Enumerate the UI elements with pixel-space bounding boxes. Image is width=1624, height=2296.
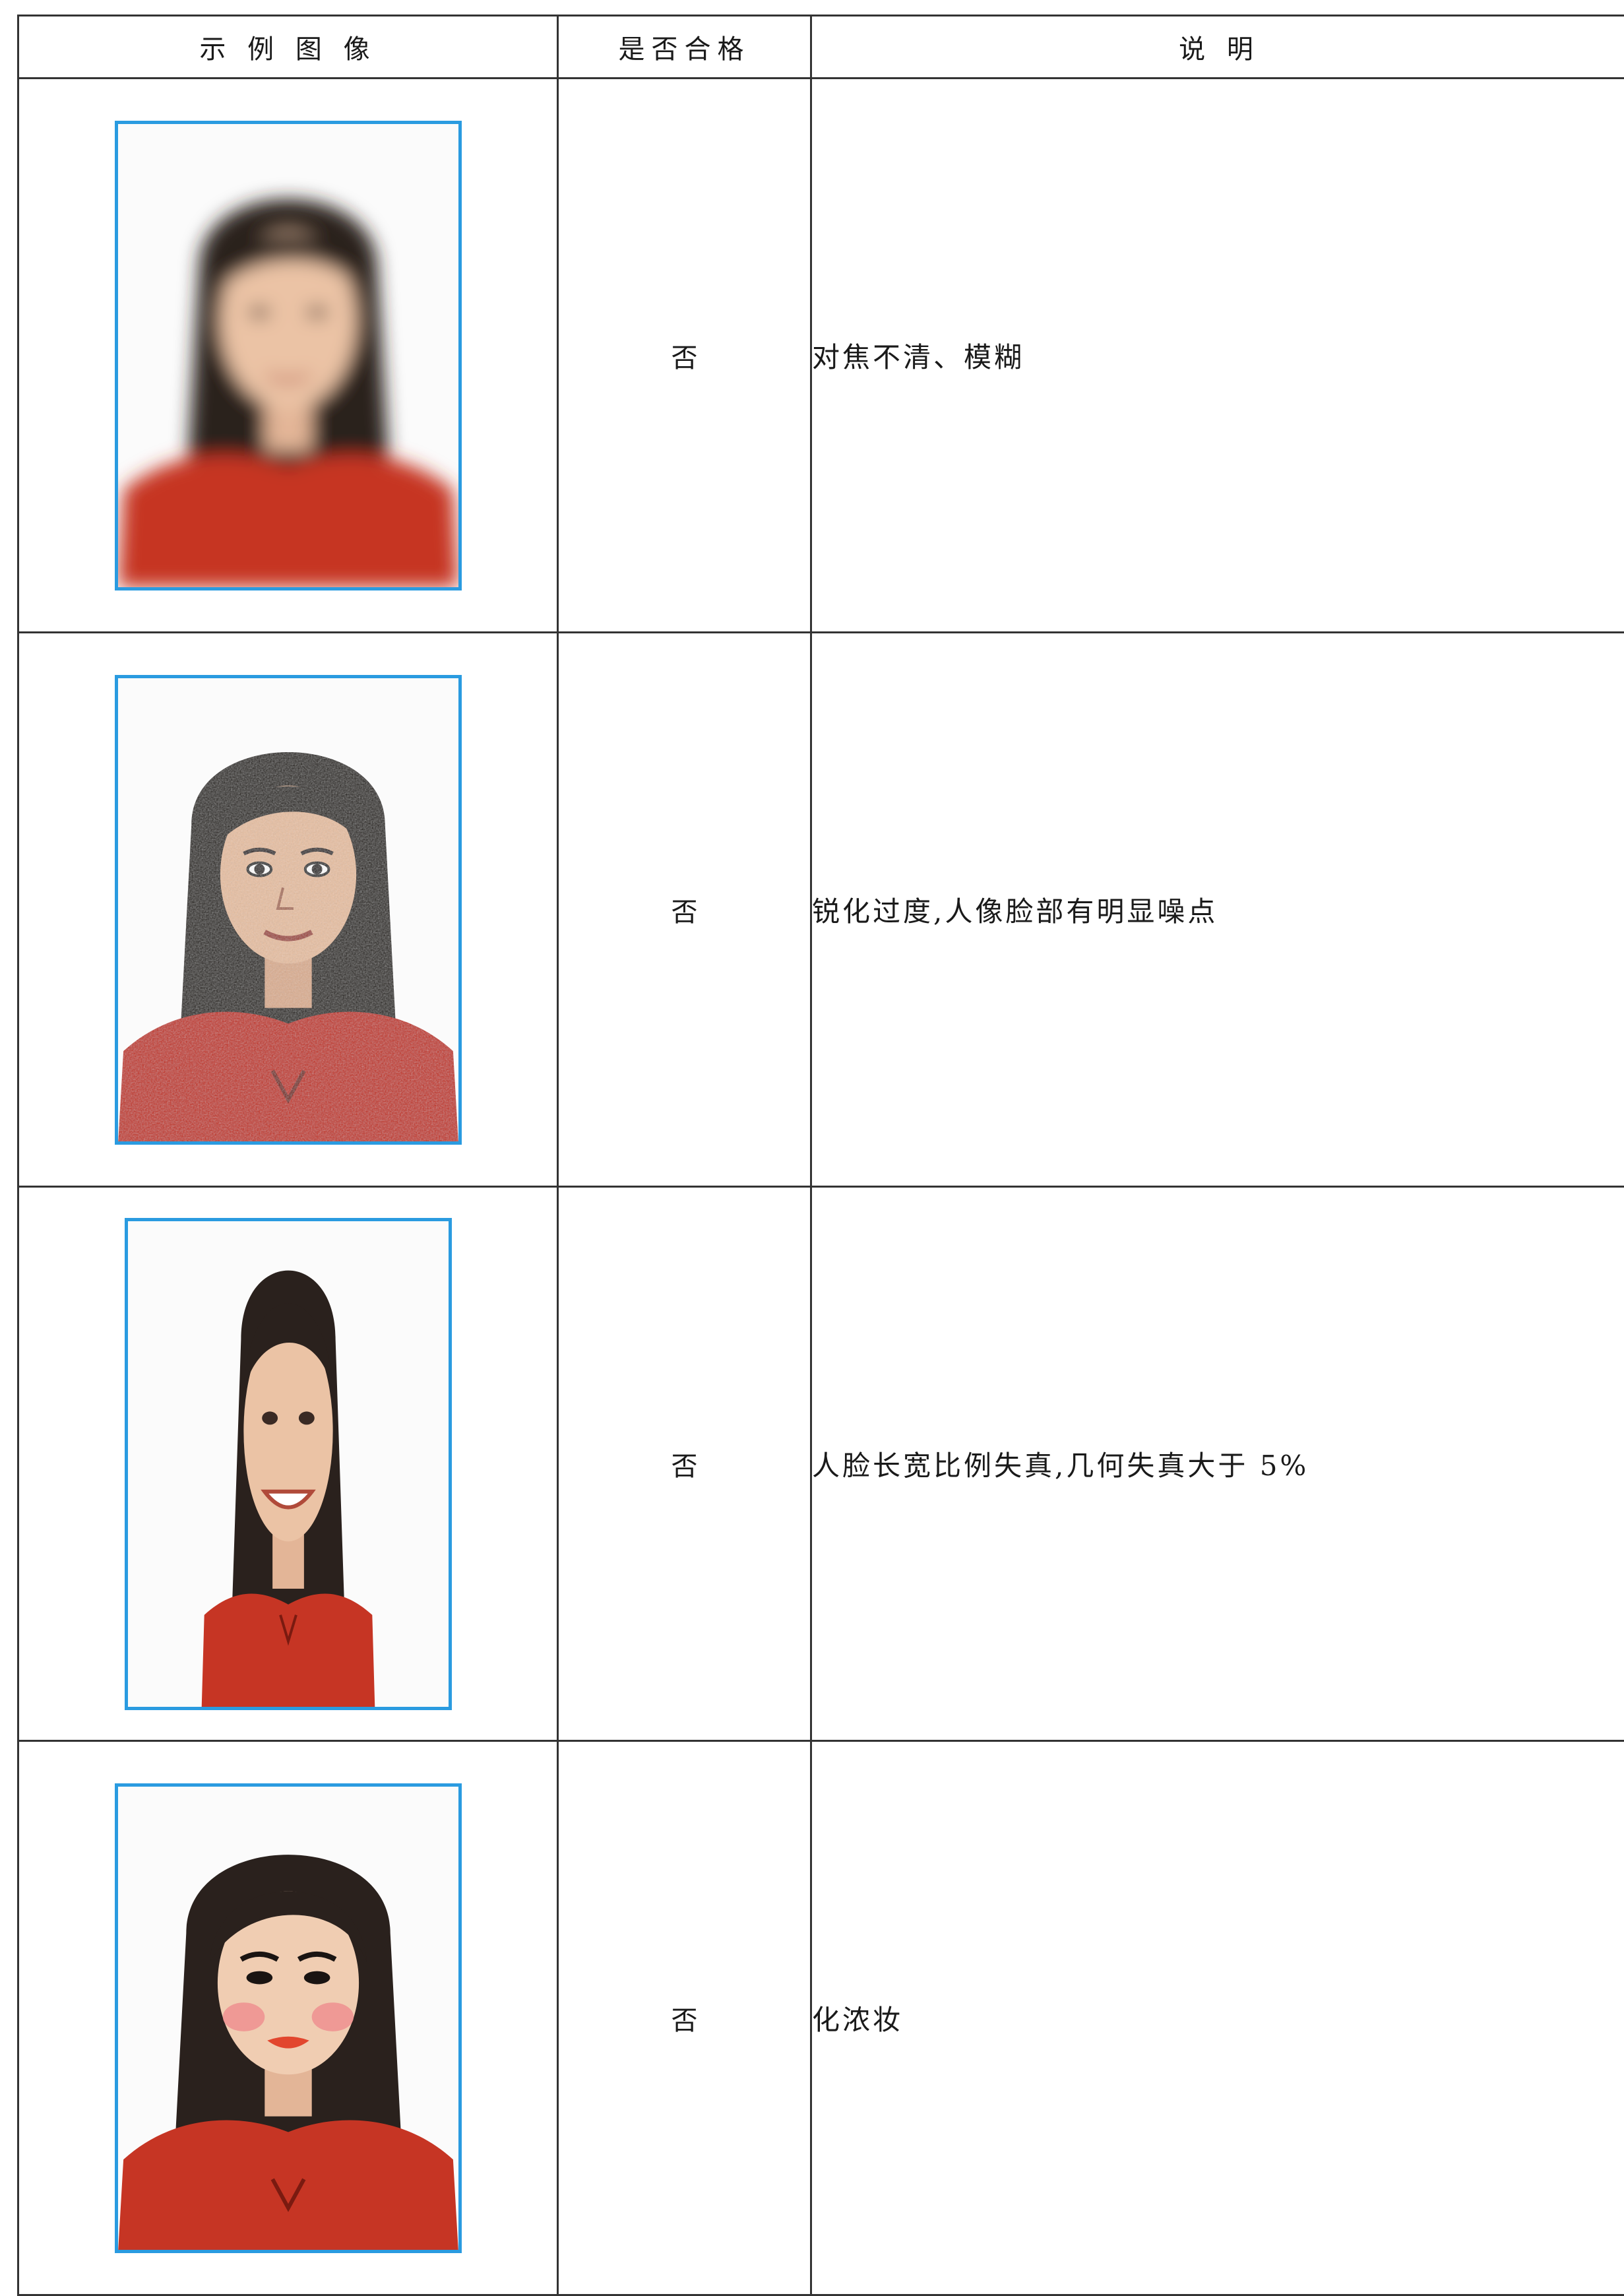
portrait-illustration xyxy=(128,1221,449,1707)
description-cell: 人脸长宽比例失真,几何失真大于 5% xyxy=(811,1187,1624,1741)
header-qualified: 是否合格 xyxy=(558,16,811,79)
example-image-cell xyxy=(18,79,558,633)
description-cell: 对焦不清、模糊 xyxy=(811,79,1624,633)
example-image-cell xyxy=(18,633,558,1187)
description-cell: 化浓妆 xyxy=(811,1741,1624,2295)
example-image-cell xyxy=(18,1741,558,2295)
example-photo-blurred xyxy=(115,121,462,590)
example-image-cell xyxy=(18,1187,558,1741)
header-example-image: 示 例 图 像 xyxy=(18,16,558,79)
header-description: 说 明 xyxy=(811,16,1624,79)
portrait-illustration xyxy=(118,678,458,1141)
example-photo-sharpened xyxy=(115,675,462,1145)
qualified-cell: 否 xyxy=(558,633,811,1187)
description-cell: 锐化过度,人像脸部有明显噪点 xyxy=(811,633,1624,1187)
qualified-cell: 否 xyxy=(558,79,811,633)
qualified-cell: 否 xyxy=(558,1187,811,1741)
portrait-illustration xyxy=(118,124,458,587)
table-header-row: 示 例 图 像 是否合格 说 明 xyxy=(18,16,1624,79)
table-row: 否 锐化过度,人像脸部有明显噪点 xyxy=(18,633,1624,1187)
qualified-cell: 否 xyxy=(558,1741,811,2295)
portrait-illustration xyxy=(118,1787,458,2250)
table-row: 否 对焦不清、模糊 xyxy=(18,79,1624,633)
photo-requirements-table: 示 例 图 像 是否合格 说 明 xyxy=(17,15,1624,2296)
table-row: 否 人脸长宽比例失真,几何失真大于 5% xyxy=(18,1187,1624,1741)
example-photo-stretched xyxy=(125,1218,452,1710)
example-photo-heavy-makeup xyxy=(115,1783,462,2253)
table-row: 否 化浓妆 xyxy=(18,1741,1624,2295)
